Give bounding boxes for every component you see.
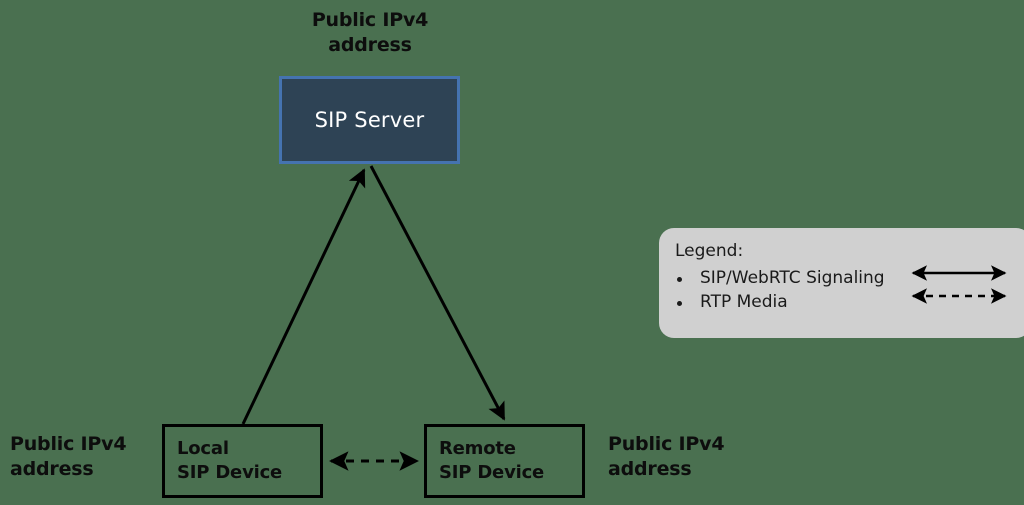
legend-item-label: SIP/WebRTC Signaling	[700, 268, 885, 288]
local-ip-caption: Public IPv4 address	[10, 433, 127, 480]
legend-panel: Legend: SIP/WebRTC Signaling RTP Media	[659, 228, 1024, 338]
legend-item-label: RTP Media	[700, 292, 788, 312]
connector-local-to-server	[241, 168, 366, 425]
remote-ip-caption: Public IPv4 address	[608, 433, 725, 480]
server-ip-caption: Public IPv4 address	[311, 9, 429, 56]
connector-server-to-remote	[369, 165, 506, 421]
bullet-icon	[677, 277, 682, 282]
legend-arrow-samples	[911, 265, 1007, 304]
node-local-device[interactable]: Local SIP Device	[162, 424, 323, 498]
legend-title: Legend:	[675, 241, 744, 261]
node-remote-device-label: Remote SIP Device	[439, 438, 545, 483]
node-local-device-label: Local SIP Device	[177, 438, 283, 483]
bullet-icon	[677, 301, 682, 306]
node-sip-server-label: SIP Server	[314, 108, 425, 132]
node-sip-server[interactable]: SIP Server	[279, 76, 460, 164]
node-remote-device[interactable]: Remote SIP Device	[424, 424, 585, 498]
